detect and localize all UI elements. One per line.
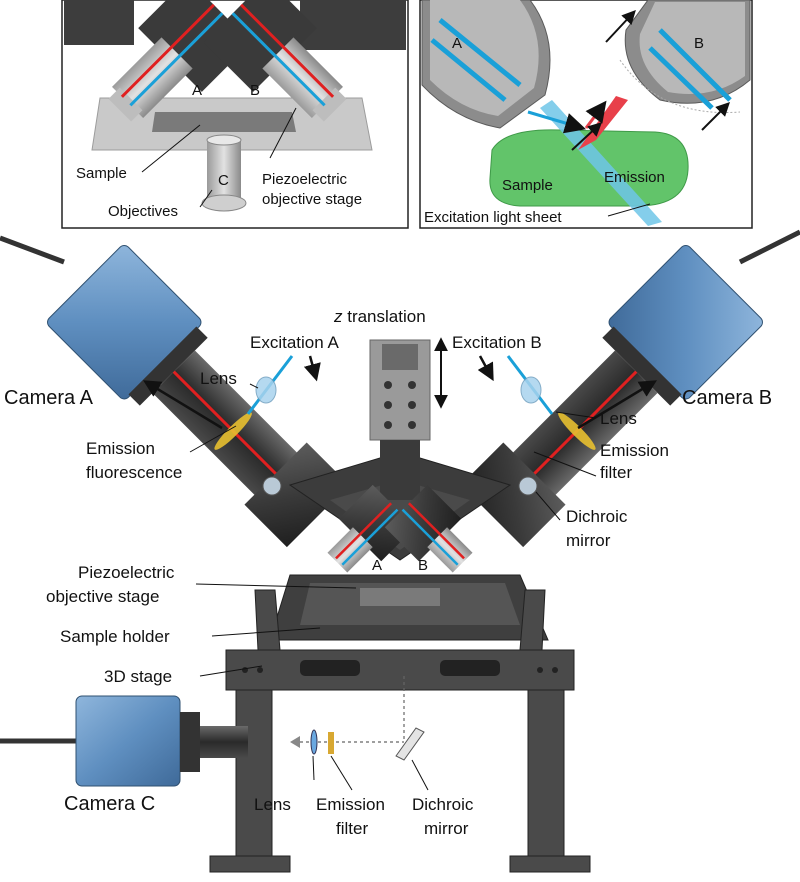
lens-b-label: Lens: [600, 409, 637, 428]
inset-objectives-label: Objectives: [108, 203, 178, 220]
inset-left-block-b: [300, 0, 406, 50]
camera-a: [47, 245, 350, 548]
inset-right-a-label: A: [452, 35, 462, 52]
arrow-excitation-a: [303, 355, 321, 382]
z-column-holes: [384, 381, 416, 429]
emission-filter-b-line2: filter: [600, 463, 632, 482]
path-arrowhead: [290, 736, 300, 748]
z-column-base: [380, 440, 420, 500]
piezo-main-line1: Piezoelectric: [78, 563, 175, 582]
inset-right-sample: [489, 129, 689, 207]
lens-c-label: Lens: [254, 795, 291, 814]
dichroic-b: [518, 476, 538, 496]
inset-left: A B C Sample Objectives Piezoelectric ob…: [61, 0, 409, 229]
inset-objective-c-label: C: [218, 172, 229, 189]
inset-right-emission-label: Emission: [604, 169, 665, 186]
main-objective-a-label: A: [372, 557, 382, 574]
inset-right-sheet-label: Excitation light sheet: [424, 209, 562, 226]
motion-arrow-lower: [701, 102, 730, 131]
dichroic-a: [262, 476, 282, 496]
inset-sample-label: Sample: [76, 165, 127, 182]
emission-line1: Emission: [86, 439, 155, 458]
dichroic-b-line1: Dichroic: [566, 507, 628, 526]
cable-camera-a: [0, 235, 65, 265]
inset-right-objective-a: [421, 0, 551, 129]
main-objective-b: [384, 484, 473, 573]
cable-camera-b: [738, 229, 800, 265]
z-translation-label: z translation: [333, 307, 426, 326]
inset-objective-a: [108, 0, 252, 122]
inset-right-b-label: B: [694, 35, 704, 52]
camera-c-filter: [328, 732, 334, 754]
emission-filter-c-line2: filter: [336, 819, 368, 838]
inset-objective-b: [203, 0, 347, 122]
lens-a-label: Lens: [200, 369, 237, 388]
inset-objective-b-label: B: [250, 82, 260, 99]
inset-piezo-line1: Piezoelectric: [262, 171, 348, 188]
excitation-arrow: [527, 110, 587, 134]
arrow-excitation-b: [477, 355, 494, 382]
arrow-camera-b: [577, 380, 657, 430]
piezo-main-line2: objective stage: [46, 587, 159, 606]
dichroic-b-line2: mirror: [566, 531, 611, 550]
leader-inset-objectives: [199, 189, 213, 208]
inset-piezo-line2: objective stage: [262, 191, 362, 208]
motion-arrow-upper: [605, 9, 636, 43]
camera-c-dichroic: [395, 727, 425, 761]
sample-holder-label: Sample holder: [60, 627, 170, 646]
main-frame: [209, 589, 591, 873]
camera-c-label: Camera C: [64, 793, 155, 815]
main-leaders: [189, 383, 597, 791]
camera-c: [75, 695, 248, 787]
emission-filter-c-line1: Emission: [316, 795, 385, 814]
inset-sample-holder: [152, 112, 296, 132]
leader-inset-sample: [141, 124, 201, 173]
inset-objective-a-label: A: [192, 82, 202, 99]
stage-3d-label: 3D stage: [104, 667, 172, 686]
main-objective-b-label: B: [418, 557, 428, 574]
arrow-camera-a: [143, 380, 223, 430]
camera-c-lens: [310, 729, 318, 755]
inset-left-block-a: [64, 0, 134, 45]
z-column-top: [382, 344, 418, 370]
emission-arrow-black: [571, 122, 603, 151]
excitation-b-lens: [520, 376, 542, 404]
camera-b-label: Camera B: [682, 387, 772, 409]
inset-objective-c: [201, 134, 247, 212]
excitation-a-label: Excitation A: [250, 333, 339, 352]
leader-inset-piezo: [269, 107, 297, 159]
main-sample-slot: [360, 588, 440, 606]
z-translation-text: translation: [343, 307, 426, 326]
frame-holes: [242, 660, 558, 676]
main-objective-a: [327, 484, 416, 573]
emission-filter-b-line1: Emission: [600, 441, 669, 460]
dichroic-c-line1: Dichroic: [412, 795, 474, 814]
excitation-b-label: Excitation B: [452, 333, 542, 352]
inset-right: A B Sample Emission Excitation light she…: [419, 0, 753, 229]
leader-light-sheet: [607, 203, 651, 217]
excitation-a-lens: [255, 376, 277, 404]
inset-right-sample-label: Sample: [502, 177, 553, 194]
inset-right-objective-b: [619, 0, 751, 114]
emission-line2: fluorescence: [86, 463, 182, 482]
main-instrument: A B: [0, 229, 800, 873]
z-symbol: z: [333, 307, 343, 326]
dichroic-c-line2: mirror: [424, 819, 469, 838]
camera-a-label: Camera A: [4, 387, 94, 409]
